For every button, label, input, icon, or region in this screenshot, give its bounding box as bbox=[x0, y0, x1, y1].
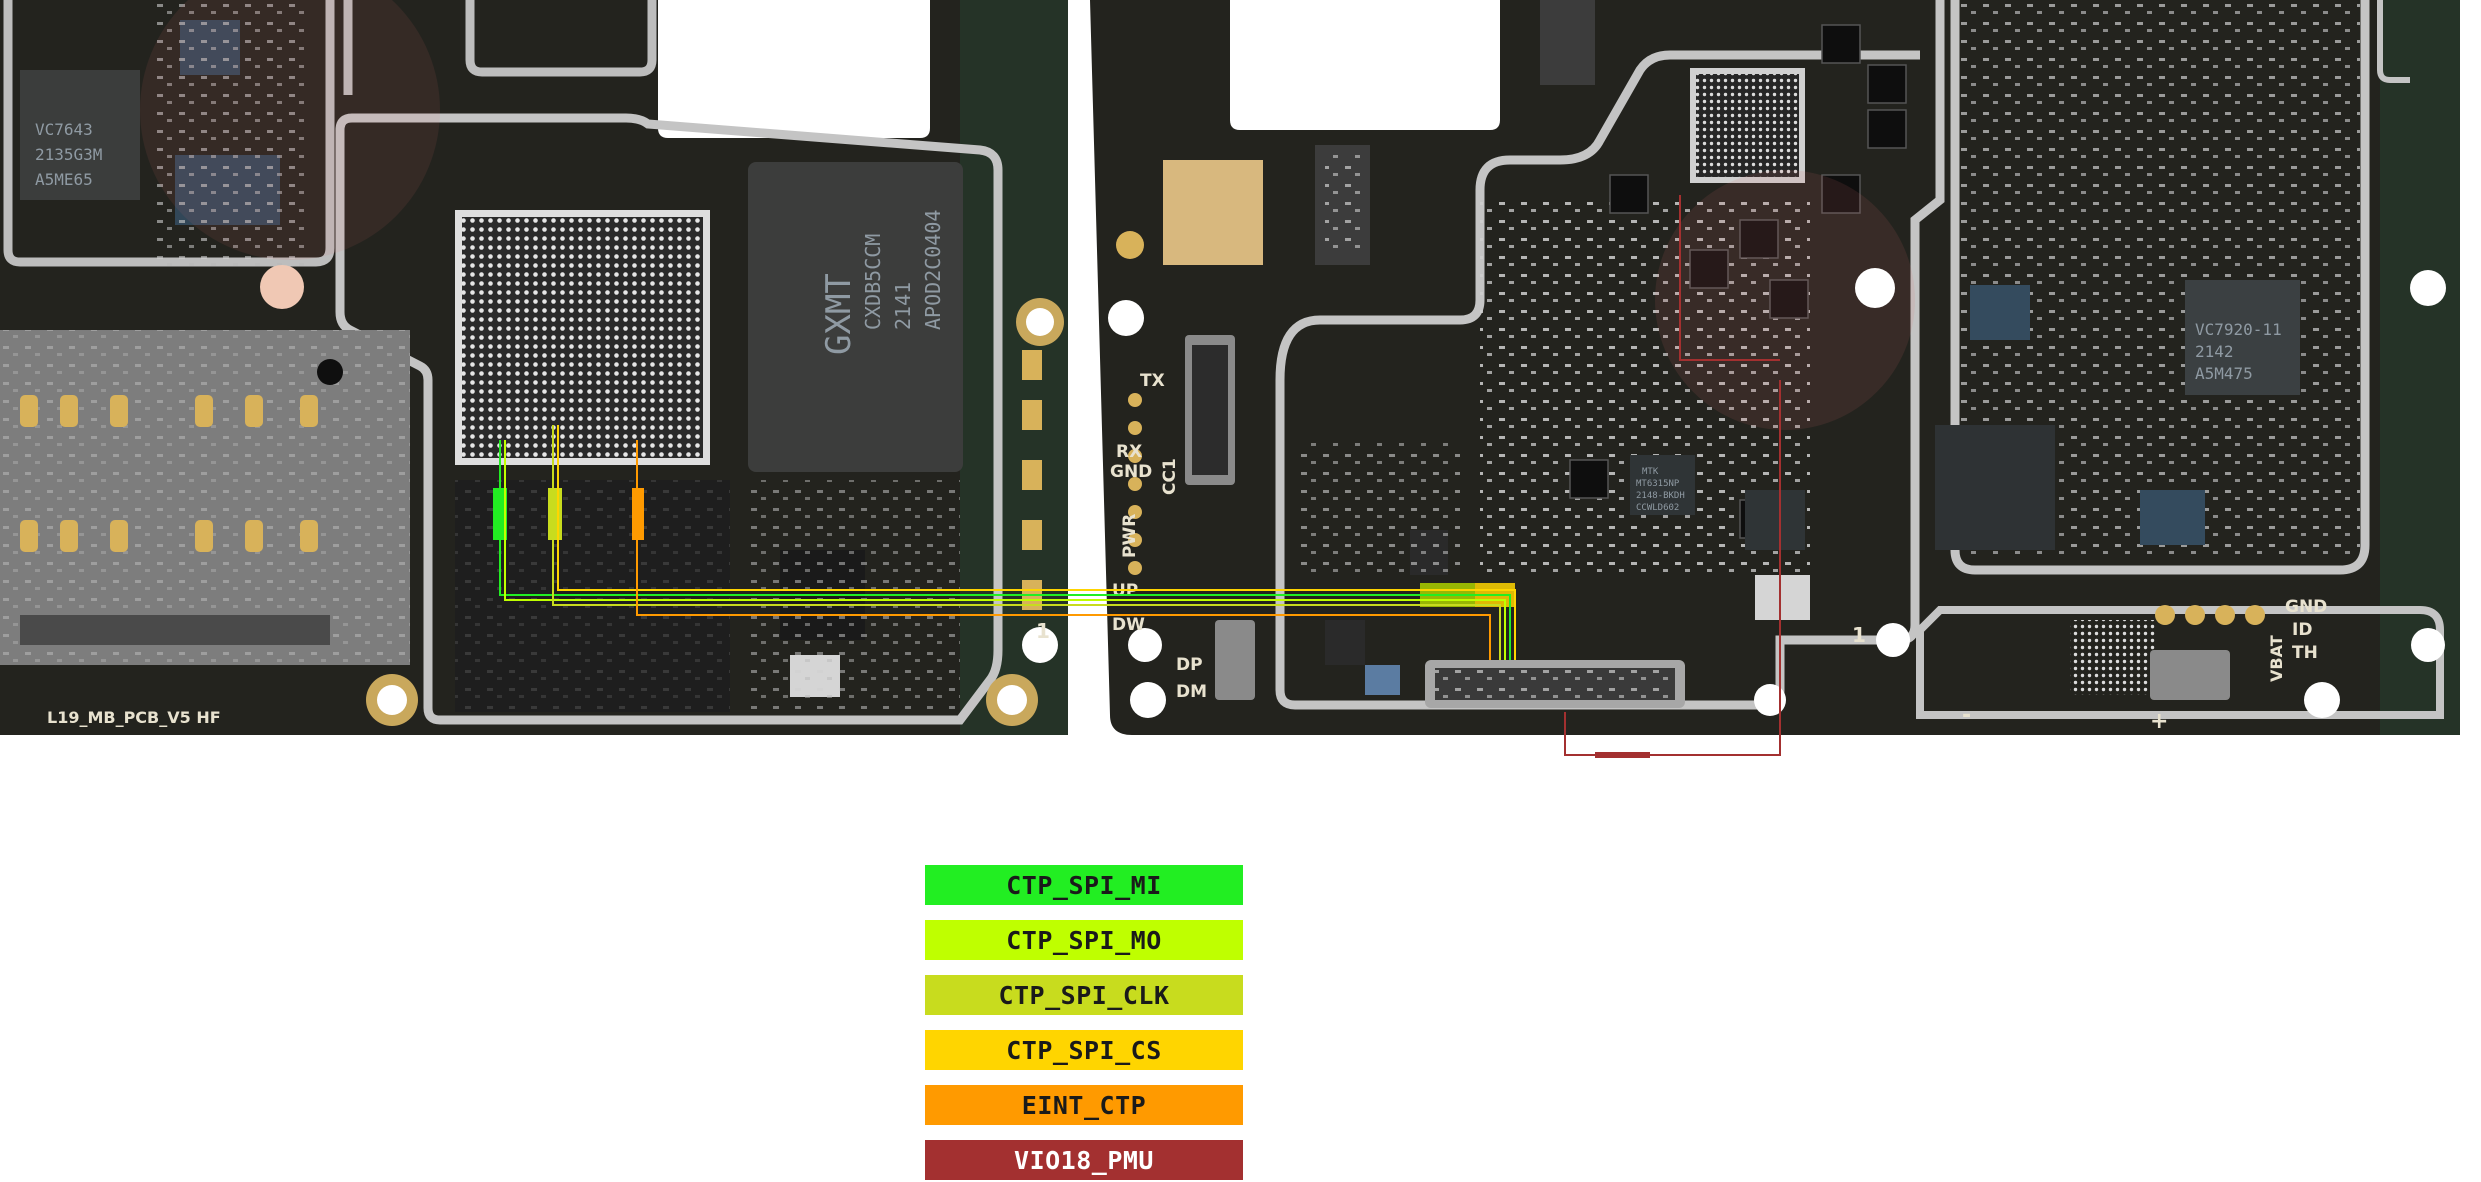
chip-mark-line: MTK bbox=[1642, 467, 1659, 477]
battery-pad-label: GND bbox=[2285, 597, 2327, 617]
test-pad-label: CC1 bbox=[1160, 458, 1180, 495]
chip-mark-line: A5M475 bbox=[2195, 364, 2253, 383]
page-mark-right: 1 bbox=[1852, 623, 1866, 647]
chip-mark-line: A5ME65 bbox=[35, 170, 93, 189]
test-pad-label: DP bbox=[1176, 655, 1203, 675]
legend-item-ctp-spi-mo: CTP_SPI_MO bbox=[925, 920, 1243, 960]
battery-polarity-minus: - bbox=[1962, 703, 1971, 728]
legend-item-ctp-spi-mi: CTP_SPI_MI bbox=[925, 865, 1243, 905]
chip-mark-line: 2148-BKDH bbox=[1636, 491, 1685, 501]
legend-label: CTP_SPI_MI bbox=[1006, 870, 1162, 900]
chip-mark-line: 2135G3M bbox=[35, 145, 102, 164]
legend-item-vio18-pmu: VIO18_PMU bbox=[925, 1140, 1243, 1180]
test-pad-label: TX bbox=[1140, 371, 1165, 391]
test-pad-label: RX bbox=[1116, 442, 1142, 462]
chip-mark-line: CCWLD602 bbox=[1636, 503, 1679, 513]
board-label: L19_MB_PCB_V5 HF bbox=[47, 708, 221, 727]
chip-mark-line: VC7643 bbox=[35, 120, 93, 139]
chip-mark-line: APOD2C0404 bbox=[921, 210, 945, 330]
battery-pad-label: VBAT bbox=[2267, 635, 2286, 682]
chip-mark-line: 2141 bbox=[891, 282, 915, 330]
battery-pad-label: TH bbox=[2292, 643, 2318, 663]
test-pad-label: PWR bbox=[1120, 514, 1140, 558]
chip-mark-line: VC7920-11 bbox=[2195, 320, 2282, 339]
legend-label: CTP_SPI_CLK bbox=[998, 980, 1170, 1010]
legend-label: VIO18_PMU bbox=[1014, 1145, 1154, 1175]
legend-label: EINT_CTP bbox=[1021, 1090, 1147, 1120]
battery-polarity-plus: + bbox=[2150, 709, 2168, 734]
test-pad-label: DM bbox=[1176, 682, 1207, 702]
test-pad-label: GND bbox=[1110, 462, 1152, 482]
legend-item-ctp-spi-clk: CTP_SPI_CLK bbox=[925, 975, 1243, 1015]
chip-mark-line: GXMT bbox=[819, 273, 859, 355]
signal-traces bbox=[499, 195, 1781, 758]
chip-mark-line: CXDB5CCM bbox=[861, 234, 885, 330]
chip-mark-line: 2142 bbox=[2195, 342, 2234, 361]
legend-item-eint-ctp: EINT_CTP bbox=[925, 1085, 1243, 1125]
test-pad-label: DW bbox=[1112, 615, 1145, 635]
right-board: MTK MT6315NP 2148-BKDH CCWLD602 VC7920-1… bbox=[140, 0, 2460, 735]
legend-label: CTP_SPI_MO bbox=[1006, 925, 1162, 955]
page-mark: 1 bbox=[1036, 619, 1050, 643]
battery-pad-label: ID bbox=[2292, 620, 2312, 640]
legend-label: CTP_SPI_CS bbox=[1006, 1035, 1162, 1065]
legend-item-ctp-spi-cs: CTP_SPI_CS bbox=[925, 1030, 1243, 1070]
chip-mark-line: MT6315NP bbox=[1636, 479, 1680, 489]
